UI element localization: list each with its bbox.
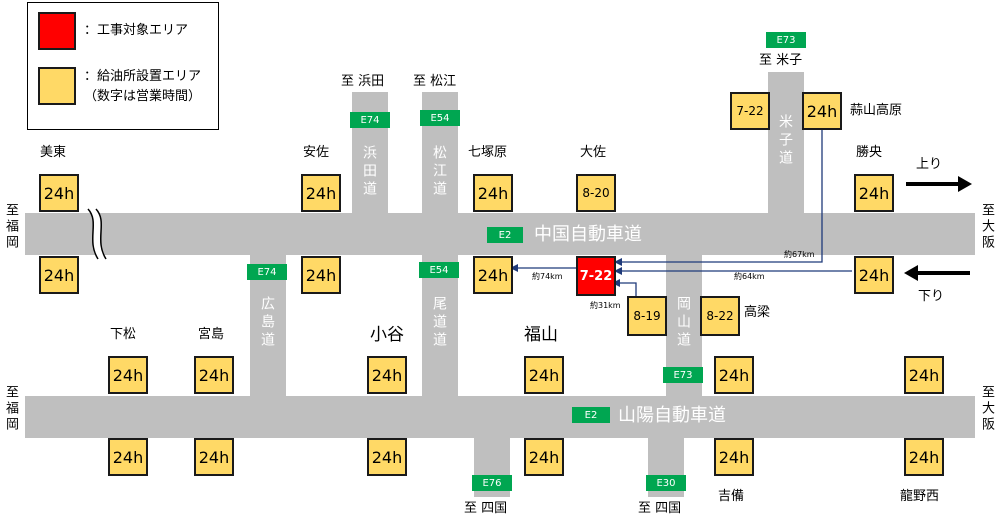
fuel-area-oya-up: 24h bbox=[367, 356, 407, 394]
distance-31km: 約31km bbox=[590, 301, 621, 310]
legend-fuel-note: （数字は営業時間） bbox=[84, 89, 202, 104]
up-direction-arrow bbox=[906, 176, 972, 192]
e76-shield: E76 bbox=[472, 475, 512, 491]
destination-osaka-bottom: 至大阪 bbox=[979, 385, 994, 433]
distance-64km: 約64km bbox=[734, 272, 765, 281]
distance-67km: 約67km bbox=[784, 250, 815, 259]
sanyo-road-name: 山陽自動車道 bbox=[618, 405, 726, 426]
fuel-area-asa-down: 24h bbox=[301, 256, 341, 294]
place-takahashi: 高梁 bbox=[744, 305, 771, 320]
e74-hamada-shield: E74 bbox=[350, 112, 390, 128]
fuel-area-nanatsuka-up: 24h bbox=[473, 174, 513, 212]
e2-sanyo-shield: E2 bbox=[572, 407, 610, 423]
fuel-area-nanatsuka-down: 24h bbox=[473, 256, 513, 294]
fuel-area-mito-up: 24h bbox=[39, 174, 79, 212]
fuel-area-yonago-a: 7-22 bbox=[730, 92, 770, 130]
place-oya: 小谷 bbox=[370, 325, 404, 345]
e54-matsue-shield: E54 bbox=[420, 110, 460, 126]
yonago-road bbox=[768, 72, 804, 214]
place-nanatsuka: 七塚原 bbox=[468, 145, 508, 160]
direction-down-label: 下り bbox=[918, 289, 945, 304]
chugoku-road-name: 中国自動車道 bbox=[534, 224, 642, 245]
hamada-road-name: 浜田道 bbox=[361, 145, 377, 199]
fuel-area-okayama-a: 8-19 bbox=[627, 296, 667, 336]
fuel-area-katsuyama-down: 24h bbox=[854, 256, 894, 294]
destination-shikoku-1: 至 四国 bbox=[464, 501, 508, 516]
fuel-area-kibi-down: 24h bbox=[714, 438, 754, 476]
place-fukuyama: 福山 bbox=[524, 325, 558, 345]
destination-matsue: 至 松江 bbox=[413, 74, 457, 89]
place-katsuyama: 勝央 bbox=[856, 145, 883, 160]
place-miyajima: 宮島 bbox=[198, 327, 225, 342]
legend-construction-label: ：工事対象エリア bbox=[84, 23, 189, 38]
destination-fukuoka-top: 至福岡 bbox=[3, 203, 18, 251]
onomichi-road-name: 尾道道 bbox=[431, 296, 447, 350]
fuel-area-fukuyama-up: 24h bbox=[524, 356, 564, 394]
e73-okayama-shield: E73 bbox=[663, 367, 703, 383]
e73-yonago-shield: E73 bbox=[766, 32, 806, 48]
fuel-area-oya-down: 24h bbox=[367, 438, 407, 476]
legend-fuel-label: ：給油所設置エリア bbox=[84, 69, 202, 84]
e30-shield: E30 bbox=[646, 475, 686, 491]
destination-shikoku-2: 至 四国 bbox=[638, 501, 682, 516]
fuel-area-shimomatsu-up: 24h bbox=[108, 356, 148, 394]
fuel-area-katsuyama-up: 24h bbox=[854, 174, 894, 212]
okayama-road-name: 岡山道 bbox=[675, 296, 691, 350]
place-shimomatsu: 下松 bbox=[110, 327, 137, 342]
fuel-area-mito-down: 24h bbox=[39, 256, 79, 294]
place-mito: 美東 bbox=[40, 145, 67, 160]
place-tatsuno: 龍野西 bbox=[900, 489, 940, 504]
fuel-area-yonago-b: 24h bbox=[802, 92, 842, 130]
matsue-road-name: 松江道 bbox=[431, 145, 447, 199]
destination-osaka-top: 至大阪 bbox=[979, 203, 994, 251]
fuel-area-osa-up: 8-20 bbox=[576, 174, 616, 212]
yonago-road-name: 米子道 bbox=[777, 114, 793, 168]
place-osa: 大佐 bbox=[580, 145, 607, 160]
legend: ：工事対象エリア ：給油所設置エリア （数字は営業時間） bbox=[27, 2, 219, 130]
destination-hamada: 至 浜田 bbox=[341, 74, 385, 89]
e2-chugoku-shield: E2 bbox=[487, 227, 523, 243]
direction-up-label: 上り bbox=[916, 157, 943, 172]
destination-yonago: 至 米子 bbox=[759, 53, 803, 68]
fuel-area-tatsuno-up: 24h bbox=[904, 356, 944, 394]
legend-construction-swatch bbox=[38, 12, 76, 50]
fuel-area-asa-up: 24h bbox=[301, 174, 341, 212]
distance-lines bbox=[510, 130, 852, 296]
fuel-area-okayama-b: 8-22 bbox=[700, 296, 740, 336]
sanyo-expressway bbox=[25, 396, 975, 438]
fuel-area-kibi-up: 24h bbox=[714, 356, 754, 394]
fuel-area-miyajima-up: 24h bbox=[194, 356, 234, 394]
hiroshima-road-name: 広島道 bbox=[259, 296, 275, 350]
e74-hiroshima-shield: E74 bbox=[247, 264, 287, 280]
place-kibi: 吉備 bbox=[718, 489, 745, 504]
fuel-area-fukuyama-down: 24h bbox=[524, 438, 564, 476]
destination-fukuoka-bottom: 至福岡 bbox=[3, 385, 18, 433]
fuel-area-tatsuno-down: 24h bbox=[904, 438, 944, 476]
legend-fuel-swatch bbox=[38, 67, 76, 105]
road-break-mark bbox=[87, 206, 107, 261]
place-asa: 安佐 bbox=[303, 145, 330, 160]
fuel-area-shimomatsu-down: 24h bbox=[108, 438, 148, 476]
construction-area-osa-down: 7-22 bbox=[576, 256, 616, 296]
fuel-area-miyajima-down: 24h bbox=[194, 438, 234, 476]
down-direction-arrow bbox=[904, 265, 970, 281]
place-hiruzen: 蒜山高原 bbox=[850, 103, 903, 118]
distance-74km: 約74km bbox=[532, 272, 563, 281]
e54-onomichi-shield: E54 bbox=[419, 262, 459, 278]
